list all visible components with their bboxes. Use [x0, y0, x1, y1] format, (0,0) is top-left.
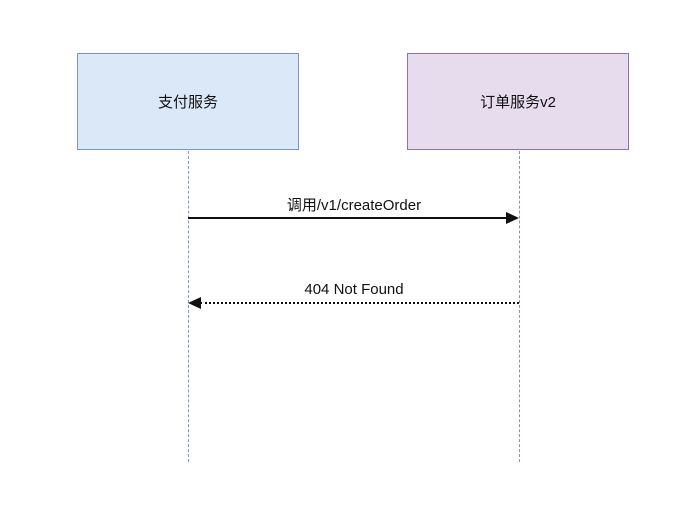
message-label-call: 调用/v1/createOrder [286, 197, 422, 214]
message-label-response: 404 Not Found [304, 281, 404, 298]
participant-label-order-service-v2: 订单服务v2 [480, 94, 556, 111]
message-line-response [200, 302, 519, 304]
arrowhead-right-icon [506, 212, 519, 224]
participant-label-payment-service: 支付服务 [157, 94, 218, 111]
participant-box-payment-service: 支付服务 [77, 53, 299, 150]
arrowhead-left-icon [188, 297, 201, 309]
message-line-call [188, 217, 509, 219]
participant-box-order-service-v2: 订单服务v2 [407, 53, 629, 150]
lifeline-order-service-v2 [519, 151, 520, 462]
